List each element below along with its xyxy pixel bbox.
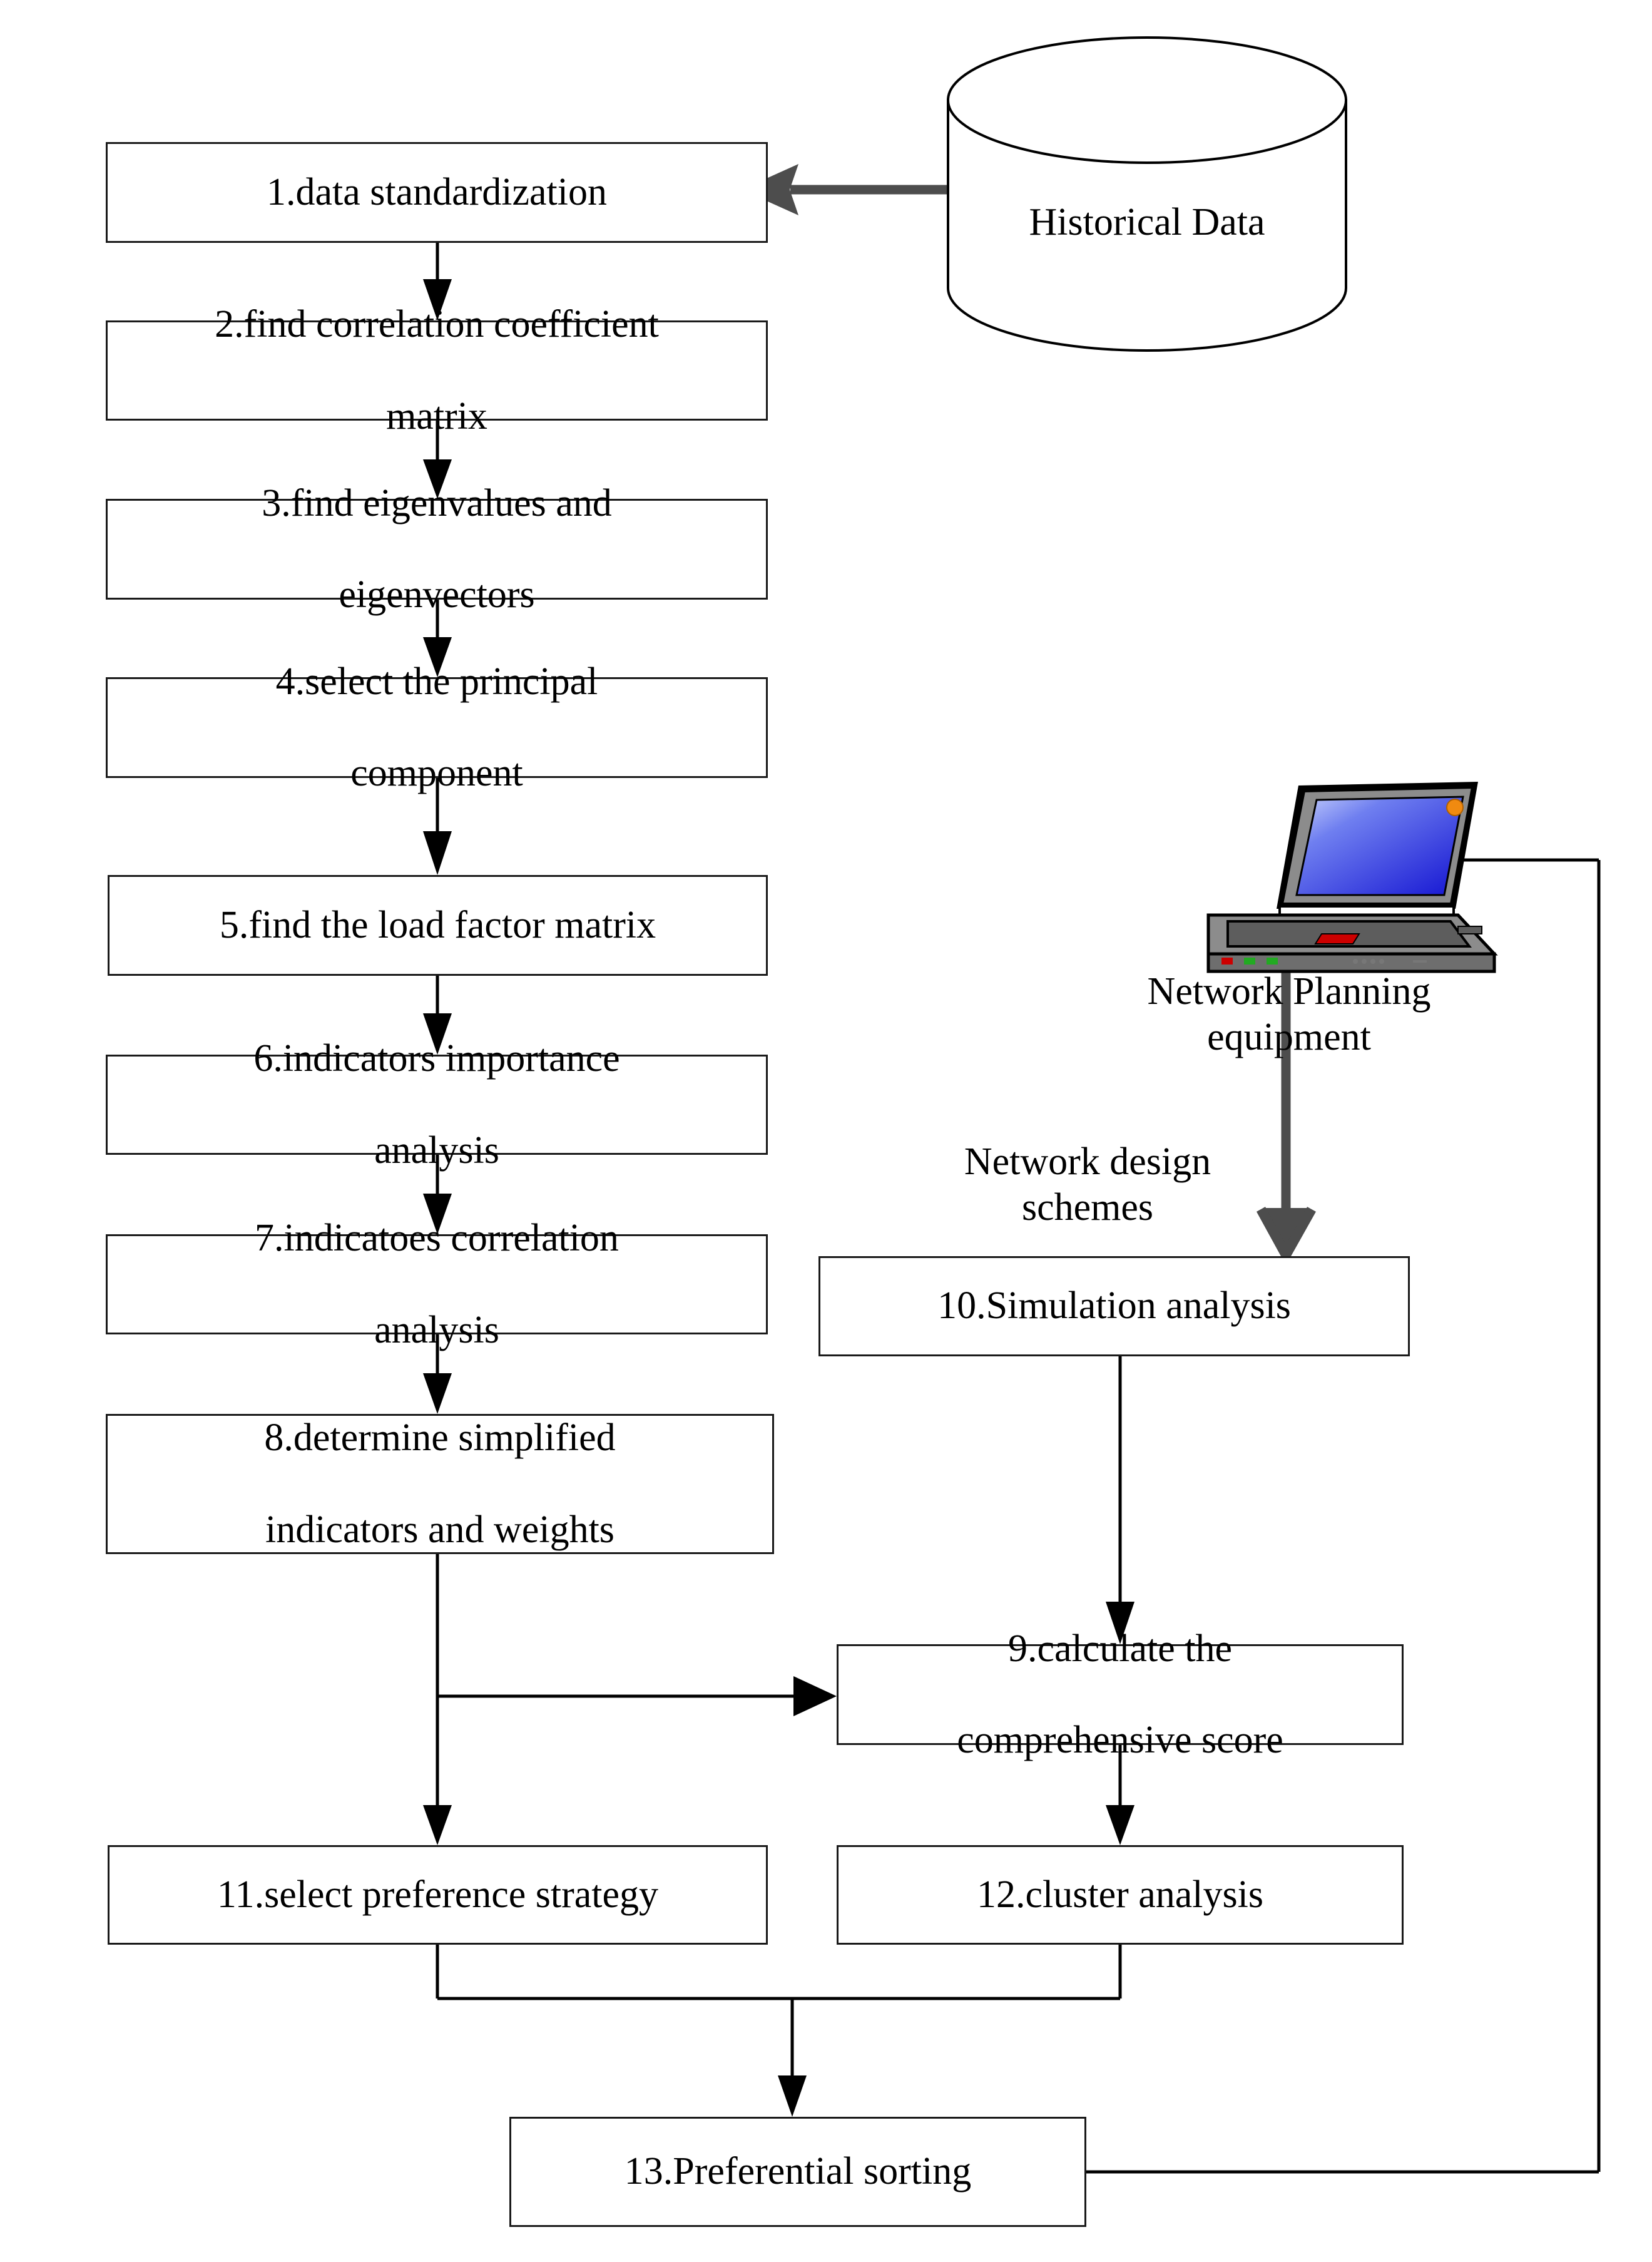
edge-step8-to-step9 (437, 1676, 837, 1716)
node-step-13-label: 13.Preferential sorting (624, 2150, 972, 2193)
node-step-9-label: 9.calculate the comprehensive score (847, 1626, 1393, 1763)
node-step-4-line2: component (350, 752, 523, 795)
node-step-3-label: 3.find eigenvalues and eigenvectors (116, 481, 757, 618)
node-step-2-line1: 2.find correlation coefficient (215, 303, 659, 346)
node-step-7-label: 7.indicatoes correlation analysis (116, 1215, 757, 1353)
edge-step8-to-step11 (423, 1554, 452, 1845)
edge-step10-to-step9 (1106, 1356, 1134, 1644)
edge-step2-to-step3 (423, 421, 452, 499)
node-step-3-line1: 3.find eigenvalues and (262, 481, 612, 525)
node-step-7[interactable]: 7.indicatoes correlation analysis (106, 1217, 768, 1351)
node-step-1[interactable]: 1.data standardization (106, 142, 768, 243)
node-step-9-line2: comprehensive score (957, 1719, 1283, 1762)
node-step-2-line2: matrix (386, 394, 487, 438)
node-step-12[interactable]: 12.cluster analysis (837, 1845, 1404, 1945)
node-step-2[interactable]: 2.find correlation coefficient matrix (106, 303, 768, 438)
node-step-7-line2: analysis (374, 1308, 499, 1351)
edge-step11-step12-to-step13 (436, 1945, 1122, 2117)
node-step-4-label: 4.select the principal component (116, 659, 757, 796)
edge-step3-to-step4 (423, 600, 452, 677)
node-step-10[interactable]: 10.Simulation analysis (818, 1256, 1410, 1356)
historical-data-cylinder (947, 36, 1347, 352)
schemes-label-line2: schemes (1021, 1186, 1154, 1229)
equipment-label-line1: Network Planning (1147, 970, 1431, 1013)
node-step-6[interactable]: 6.indicators importance analysis (106, 1037, 768, 1172)
node-step-6-label: 6.indicators importance analysis (116, 1036, 757, 1173)
node-step-1-label: 1.data standardization (266, 170, 607, 213)
equipment-label-line2: equipment (1207, 1016, 1371, 1059)
edge-step6-to-step7 (423, 1155, 452, 1234)
laptop-icon (1206, 782, 1498, 973)
node-step-4[interactable]: 4.select the principal component (106, 660, 768, 794)
node-step-13[interactable]: 13.Preferential sorting (509, 2117, 1086, 2227)
edge-step7-to-step8 (423, 1334, 452, 1414)
node-step-11-label: 11.select preference strategy (217, 1873, 659, 1916)
node-step-8[interactable]: 8.determine simplified indicators and we… (106, 1414, 774, 1554)
node-step-9[interactable]: 9.calculate the comprehensive score (837, 1627, 1404, 1761)
edge-historical-to-step1 (742, 164, 948, 215)
node-step-6-line2: analysis (374, 1128, 499, 1172)
node-step-3[interactable]: 3.find eigenvalues and eigenvectors (106, 482, 768, 616)
node-step-2-label: 2.find correlation coefficient matrix (116, 302, 757, 439)
node-step-8-line2: indicators and weights (265, 1508, 614, 1551)
edge-step5-to-step6 (423, 976, 452, 1055)
node-step-10-label: 10.Simulation analysis (937, 1284, 1291, 1328)
node-step-4-line1: 4.select the principal (275, 660, 598, 703)
node-step-5[interactable]: 5.find the load factor matrix (108, 875, 768, 976)
historical-data-label: Historical Data (1029, 201, 1265, 243)
node-step-5-label: 5.find the load factor matrix (219, 903, 656, 946)
node-step-9-line1: 9.calculate the (1007, 1627, 1232, 1670)
edge-step1-to-step2 (423, 243, 452, 320)
edge-step4-to-step5 (423, 778, 452, 875)
node-step-11[interactable]: 11.select preference strategy (108, 1845, 768, 1945)
edge-step9-to-step12 (1106, 1745, 1134, 1845)
node-step-12-label: 12.cluster analysis (976, 1873, 1263, 1916)
schemes-label-line1: Network design (964, 1140, 1211, 1183)
node-step-6-line1: 6.indicators importance (253, 1037, 620, 1080)
node-step-8-label: 8.determine simplified indicators and we… (116, 1415, 763, 1552)
network-planning-equipment-label: Network Planning equipment (1083, 969, 1496, 1060)
network-design-schemes-label: Network design schemes (912, 1139, 1263, 1231)
node-step-8-line1: 8.determine simplified (264, 1416, 616, 1460)
node-step-7-line1: 7.indicatoes correlation (255, 1217, 619, 1260)
node-step-3-line2: eigenvectors (339, 573, 535, 617)
